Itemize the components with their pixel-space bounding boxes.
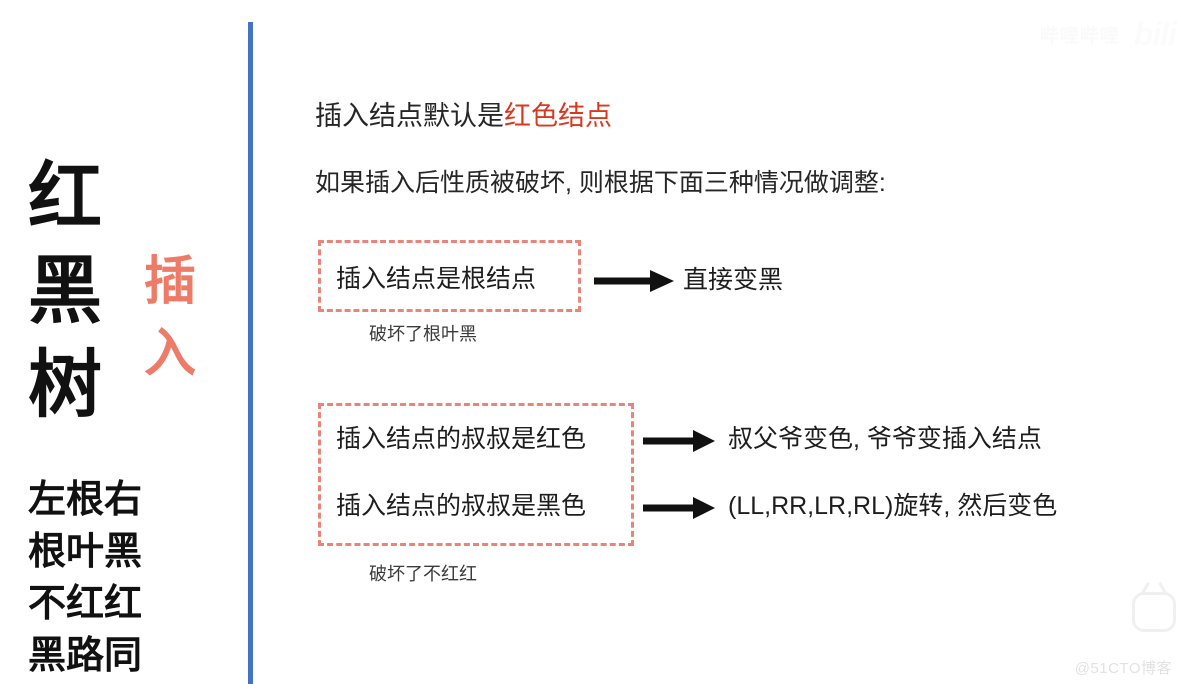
headline-accent: 红色结点 bbox=[504, 101, 612, 131]
rule-box-uncle-cases bbox=[318, 403, 634, 546]
rule-caption-2: 破坏了不红红 bbox=[369, 564, 477, 584]
arrow-right-icon bbox=[594, 268, 674, 294]
rule-result-3: (LL,RR,LR,RL)旋转, 然后变色 bbox=[728, 492, 1058, 520]
slide-main-title: 红 黑 树 bbox=[28, 155, 102, 426]
rule-caption-1: 破坏了根叶黑 bbox=[369, 324, 477, 344]
rule-condition-3: 插入结点的叔叔是黑色 bbox=[336, 492, 587, 520]
subheadline: 如果插入后性质被破坏, 则根据下面三种情况做调整: bbox=[315, 169, 886, 197]
rule-condition-1: 插入结点是根结点 bbox=[336, 265, 537, 293]
left-panel: 红 黑 树 插 入 左根右 根叶黑 不红红 黑路同 bbox=[0, 0, 250, 684]
arrow-right-icon bbox=[643, 495, 715, 521]
rule-condition-2: 插入结点的叔叔是红色 bbox=[336, 425, 587, 453]
headline: 插入结点默认是红色结点 bbox=[315, 98, 612, 134]
rule-result-2: 叔父爷变色, 爷爷变插入结点 bbox=[728, 425, 1042, 453]
vertical-accent-title: 插 入 bbox=[143, 253, 196, 383]
main-content: 插入结点默认是红色结点 如果插入后性质被破坏, 则根据下面三种情况做调整: 插入… bbox=[253, 0, 1184, 684]
rule-box-root-case bbox=[318, 240, 581, 312]
rule-result-1: 直接变黑 bbox=[683, 266, 784, 294]
headline-prefix: 插入结点默认是 bbox=[315, 101, 504, 131]
vertical-divider bbox=[248, 22, 253, 684]
arrow-right-icon bbox=[643, 428, 715, 454]
site-logo-icon bbox=[1132, 592, 1176, 632]
bottom-watermark-text: @51CTO博客 bbox=[1074, 660, 1172, 677]
mnemonic-rules: 左根右 根叶黑 不红红 黑路同 bbox=[28, 479, 143, 677]
